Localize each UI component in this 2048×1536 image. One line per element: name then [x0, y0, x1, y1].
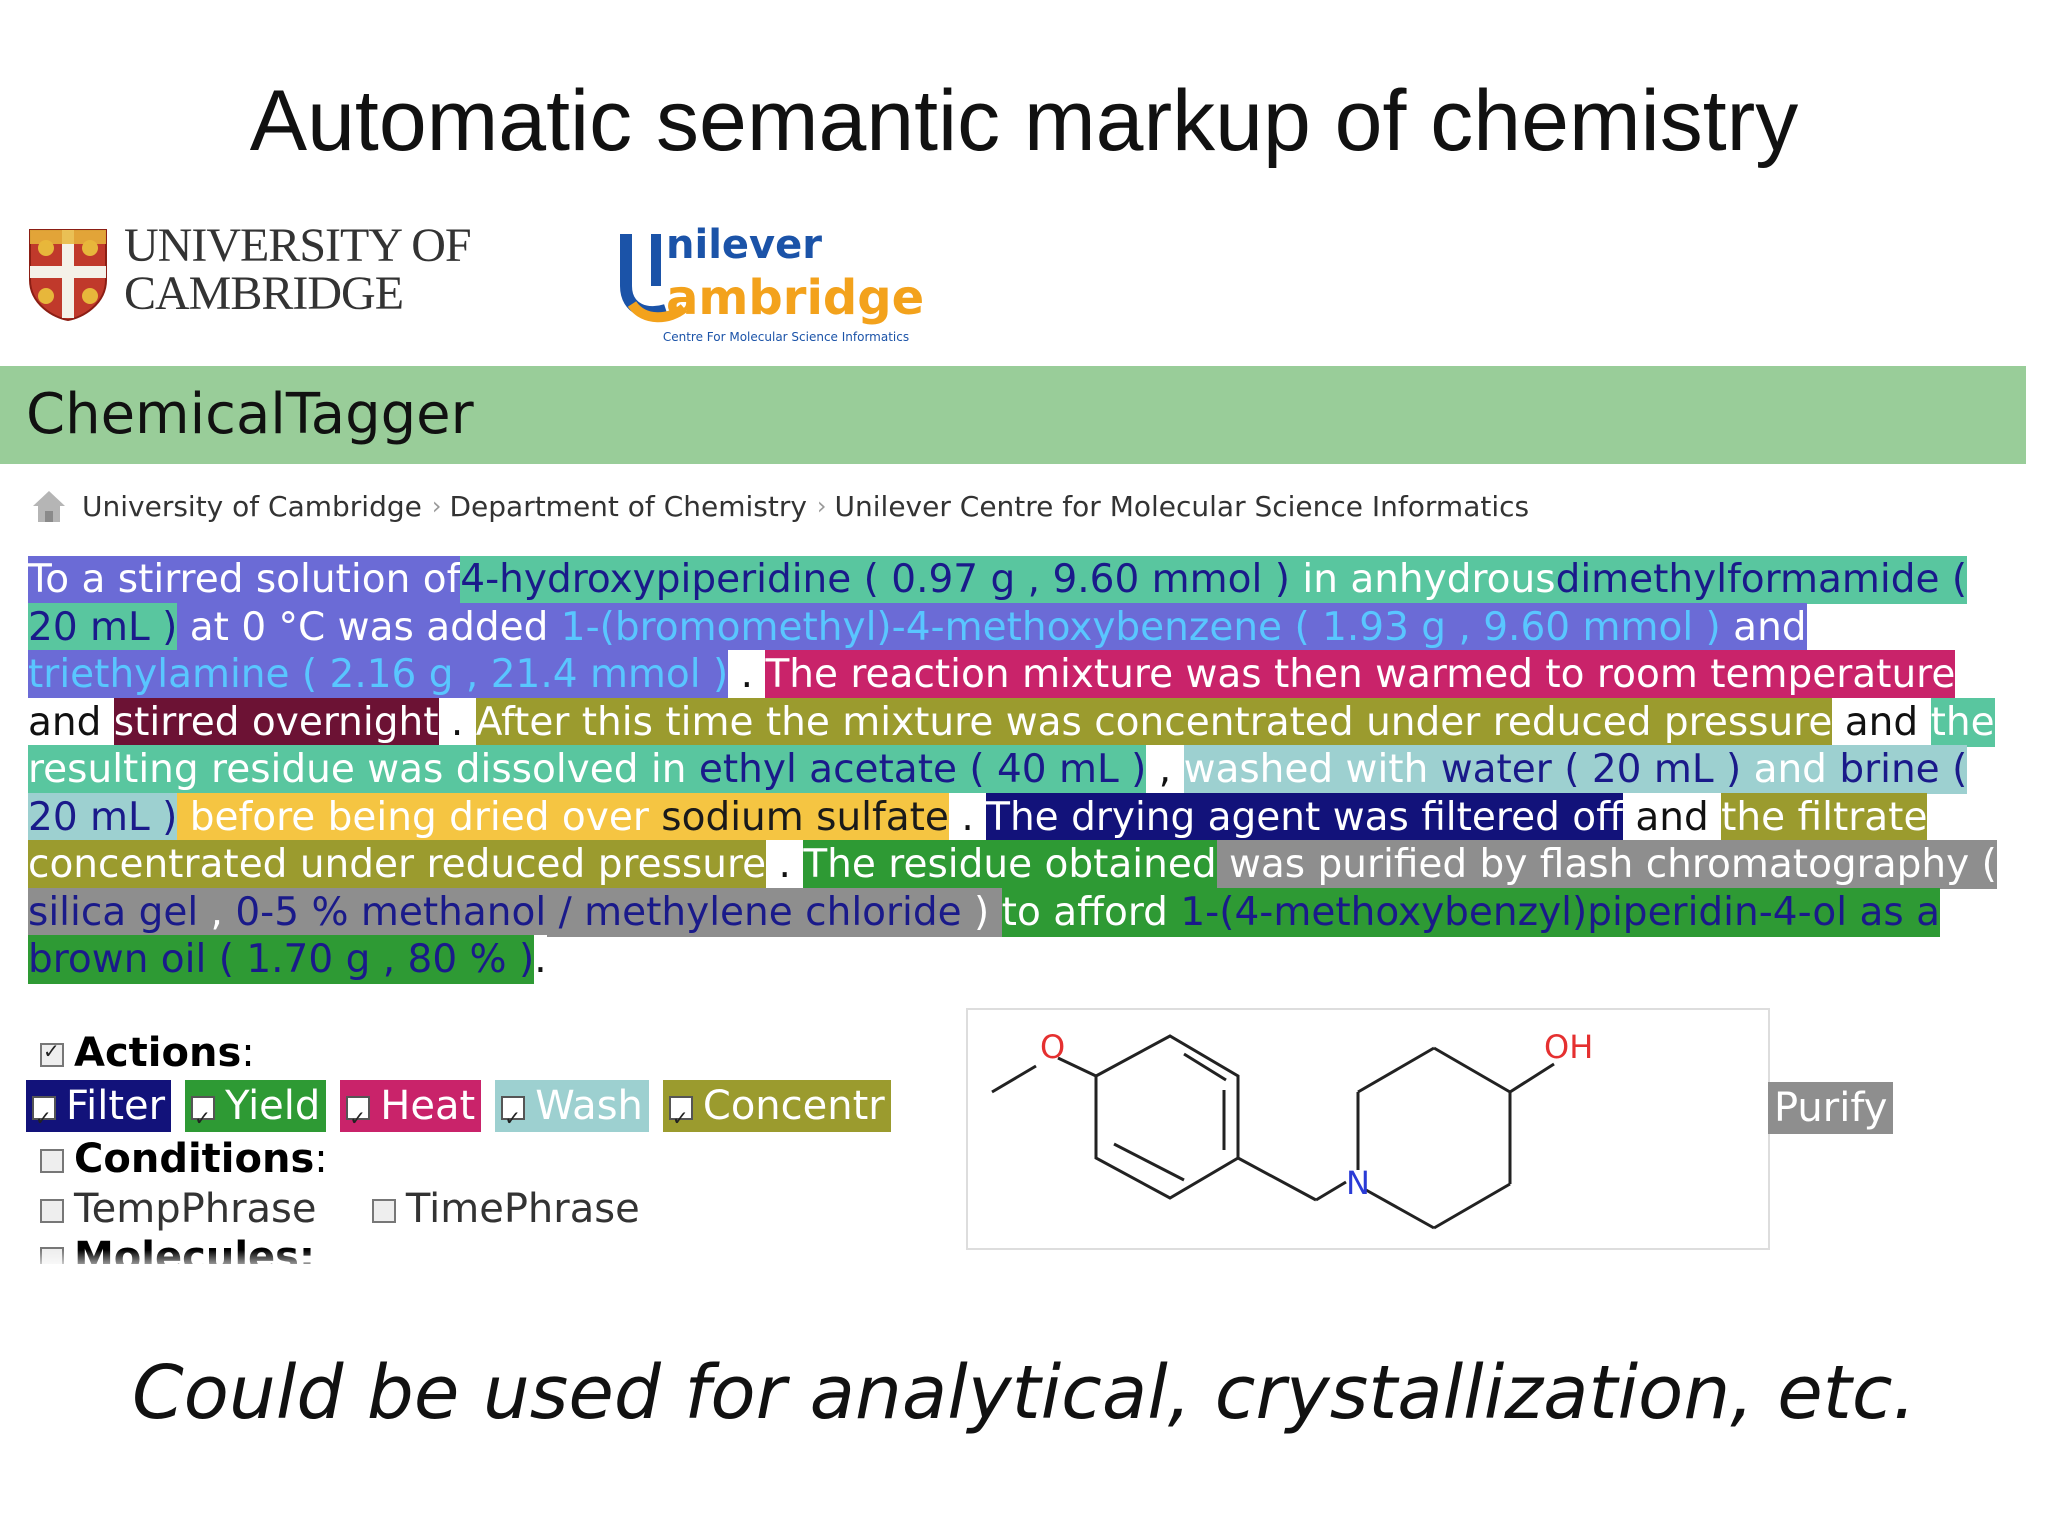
action-chip-checkbox[interactable]: [32, 1092, 56, 1144]
tagged-segment: at 0 °C was added: [177, 602, 561, 652]
slide-caption: Could be used for analytical, crystalliz…: [131, 1350, 1917, 1436]
action-chip-row: Filter Yield Heat Wash Concentr: [26, 1080, 905, 1144]
slide-title: Automatic semantic markup of chemistry: [249, 73, 1799, 169]
tagged-segment: The drying agent was filtered off: [986, 792, 1623, 842]
tagged-segment: before being dried over: [177, 792, 662, 842]
app-banner: ChemicalTagger: [0, 366, 2026, 464]
tagged-segment: in anhydrous: [1289, 556, 1556, 604]
action-chip-label: Heat: [380, 1083, 476, 1129]
tagged-segment: After this time the mixture was concentr…: [475, 697, 1833, 747]
action-chip-label: Wash: [535, 1083, 643, 1129]
chevron-right-icon: ›: [431, 492, 442, 520]
tagged-segment: The residue obtained: [803, 840, 1217, 889]
tagged-segment: was purified by flash chromatography (: [1216, 840, 1997, 889]
tagged-segment: water ( 20 mL ): [1440, 745, 1742, 794]
tagged-segment: ethyl acetate ( 40 mL ): [698, 745, 1147, 794]
tagged-segment: ,: [1146, 745, 1184, 794]
timephrase-label: TimePhrase: [405, 1186, 640, 1232]
tagged-segment: .: [438, 697, 476, 747]
tagged-segment: The reaction mixture was then warmed to …: [765, 650, 1956, 699]
action-chip-checkbox[interactable]: [668, 1092, 693, 1144]
unilever-line1: nilever: [666, 222, 822, 268]
actions-row[interactable]: Actions:: [40, 1030, 255, 1076]
scroll-fade: [0, 1250, 1700, 1274]
tagged-segment: stirred overnight: [113, 697, 439, 747]
nitrogen-label: N: [1346, 1164, 1370, 1202]
tagged-segment: 0-5 % methanol / methylene chloride: [235, 887, 962, 937]
action-chip-wash[interactable]: Wash: [495, 1080, 649, 1144]
app-title: ChemicalTagger: [26, 382, 474, 447]
action-chip-yield[interactable]: Yield: [185, 1080, 327, 1144]
tempphrase-label: TempPhrase: [74, 1186, 317, 1232]
tagged-text: To a stirred solution of4-hydroxypiperid…: [28, 556, 2024, 1026]
tagged-segment: .: [948, 792, 987, 842]
tagged-segment: triethylamine ( 2.16 g , 21.4 mmol ): [28, 650, 729, 699]
home-icon[interactable]: [30, 487, 68, 525]
action-chip-checkbox[interactable]: [346, 1092, 371, 1144]
tagged-segment: .: [728, 650, 766, 699]
action-chip-checkbox[interactable]: [191, 1092, 216, 1144]
cambridge-wordmark: UNIVERSITY OF CAMBRIDGE: [124, 219, 472, 320]
breadcrumb-department[interactable]: Department of Chemistry: [449, 489, 807, 523]
chevron-right-icon: ›: [816, 492, 827, 520]
oxygen-label: O: [1040, 1028, 1065, 1066]
unilever-line2: ambridge: [666, 270, 925, 326]
tagged-segment: silica gel: [28, 887, 199, 937]
tagged-segment: to afford: [1001, 887, 1181, 937]
tagged-segment: To a stirred solution of: [28, 556, 461, 604]
action-chip-label: Filter: [66, 1083, 166, 1129]
molecule-structure: O OH N: [966, 1008, 1770, 1250]
tagged-segment: 4-hydroxypiperidine ( 0.97 g , 9.60 mmol…: [460, 556, 1290, 604]
unilever-mark-icon: [620, 234, 688, 323]
tagged-segment: and: [1832, 697, 1931, 747]
action-chip-filter[interactable]: Filter: [26, 1080, 172, 1144]
tagged-segment: .: [534, 935, 547, 984]
breadcrumb-university[interactable]: University of Cambridge: [82, 489, 422, 523]
tagged-segment: washed with: [1183, 745, 1441, 794]
tagged-segment: ): [961, 887, 1002, 937]
cambridge-shield-icon: [29, 229, 107, 322]
breadcrumb: University of Cambridge › Department of …: [30, 486, 1529, 526]
action-chip-purify[interactable]: Purify: [1768, 1082, 1894, 1134]
tagged-segment: and: [1622, 792, 1722, 842]
actions-checkbox[interactable]: [40, 1039, 64, 1067]
action-chip-checkbox[interactable]: [501, 1092, 526, 1144]
tagged-segment: and: [1720, 602, 1807, 652]
conditions-row[interactable]: Conditions:: [40, 1136, 328, 1182]
tempphrase-checkbox[interactable]: [40, 1199, 64, 1223]
condition-options: TempPhrase TimePhrase: [40, 1186, 640, 1232]
actions-label: Actions: [74, 1030, 242, 1076]
action-chip-label: Concentr: [702, 1083, 885, 1129]
hydroxyl-label: OH: [1544, 1028, 1593, 1066]
timephrase-checkbox[interactable]: [371, 1199, 396, 1223]
tagged-segment: .: [766, 840, 804, 889]
tagged-segment: 1-(bromomethyl)-4-methoxybenzene ( 1.93 …: [560, 602, 1721, 652]
cambridge-logo: UNIVERSITY OF CAMBRIDGE: [28, 222, 472, 326]
structure-diagram: O OH N: [991, 1028, 1593, 1230]
tagged-segment: sodium sulfate: [661, 792, 949, 842]
conditions-checkbox[interactable]: [40, 1149, 64, 1173]
tagged-segment: and: [1741, 745, 1840, 794]
conditions-label: Conditions: [74, 1136, 315, 1182]
unilever-subtitle: Centre For Molecular Science Informatics: [662, 330, 910, 344]
breadcrumb-centre[interactable]: Unilever Centre for Molecular Science In…: [834, 489, 1530, 523]
action-chip-concentr[interactable]: Concentr: [662, 1080, 891, 1144]
tagged-segment: and: [28, 697, 114, 747]
action-chip-heat[interactable]: Heat: [340, 1080, 482, 1144]
tagged-segment: ,: [198, 887, 236, 937]
action-chip-label: Yield: [225, 1083, 321, 1129]
